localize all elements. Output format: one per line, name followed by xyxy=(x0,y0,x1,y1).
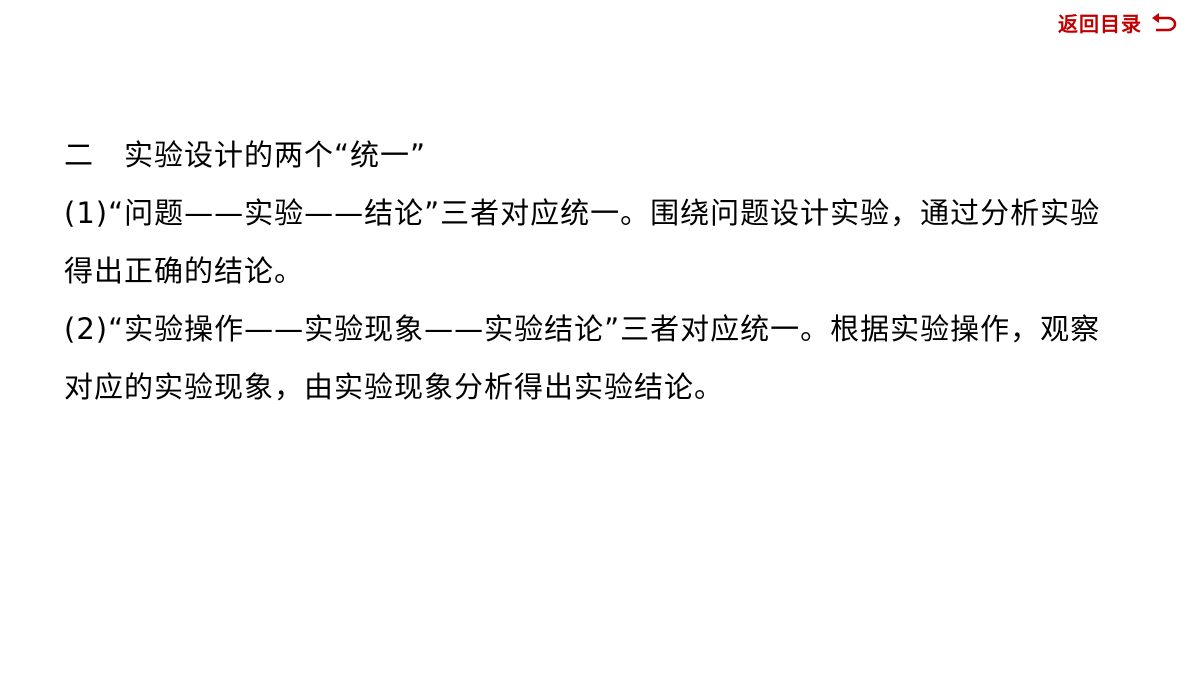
section-heading: 二 实验设计的两个“统一” xyxy=(64,138,427,172)
return-arrow-icon xyxy=(1150,12,1178,36)
paragraph-item-1: (1)“问题——实验——结论”三者对应统一。围绕问题设计实验，通过分析实验得出正… xyxy=(64,196,1101,288)
content-area: 二 实验设计的两个“统一” (1)“问题——实验——结论”三者对应统一。围绕问题… xyxy=(64,126,1124,416)
back-to-contents-label: 返回目录 xyxy=(1058,12,1142,36)
paragraph-item-2: (2)“实验操作——实验现象——实验结论”三者对应统一。根据实验操作，观察对应的… xyxy=(64,312,1101,404)
back-to-contents-button[interactable]: 返回目录 xyxy=(1058,8,1178,40)
